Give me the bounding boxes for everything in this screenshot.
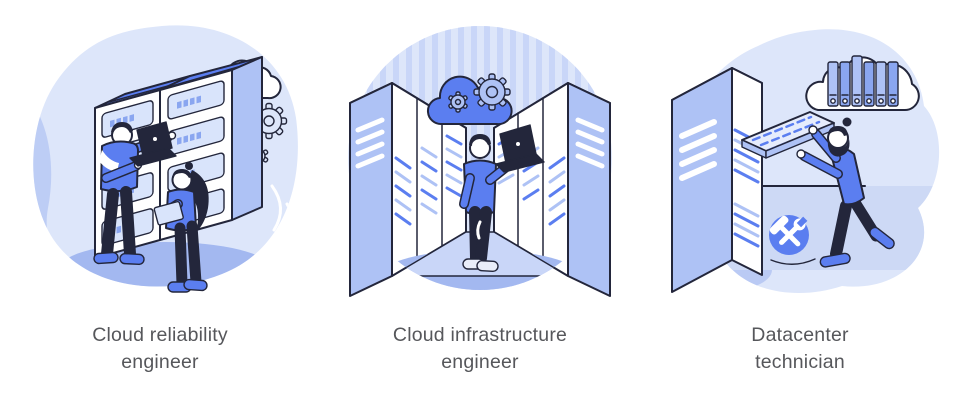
caption-cloud-reliability-engineer: Cloud reliability engineer (92, 322, 228, 376)
caption-line: Cloud reliability (92, 324, 228, 346)
cabinet-front (671, 67, 733, 293)
laptop-base (495, 153, 545, 173)
panel-cloud-reliability-engineer: Cloud reliability engineer (0, 0, 320, 412)
rack-vents (355, 117, 385, 169)
caption-line: engineer (441, 351, 519, 373)
shoe (183, 278, 208, 292)
hair (469, 134, 491, 146)
gear-icon (473, 73, 511, 111)
hair (172, 169, 192, 178)
panel-datacenter-technician: Datacenter technician (640, 0, 960, 412)
wrench-icon (779, 216, 808, 245)
shoe (869, 226, 895, 250)
hand (796, 149, 806, 159)
shoe (476, 260, 499, 273)
datacenter-technician-illustration (671, 29, 940, 294)
caption-cloud-infrastructure-engineer: Cloud infrastructure engineer (393, 322, 567, 376)
rack-vents (575, 117, 605, 169)
tablet (153, 200, 184, 226)
caption-line: Cloud infrastructure (392, 324, 568, 346)
cloud-storage-icon (805, 55, 920, 112)
hand (808, 125, 818, 135)
caption-line: Datacenter (751, 324, 849, 346)
rack-end-face (349, 82, 393, 297)
cloud-infrastructure-illustration (348, 26, 612, 297)
hair (828, 126, 848, 136)
technician-figure (796, 117, 895, 268)
hair-bun (842, 117, 852, 127)
rack-side (231, 56, 263, 221)
caption-line: engineer (121, 351, 199, 373)
cabinet-vents (679, 119, 717, 181)
hammer-wrench-badge-icon (769, 215, 816, 265)
caption-line: technician (755, 351, 845, 373)
cloud-reliability-illustration (33, 25, 298, 293)
engineer-figure (459, 124, 545, 273)
rack-slats (394, 134, 463, 226)
shoe (819, 252, 851, 268)
engineer-man-figure (93, 121, 177, 266)
server-cabinet (671, 67, 763, 293)
beard (827, 139, 850, 157)
shoe (119, 252, 145, 266)
rack-end-face (567, 82, 611, 297)
cloud-gears-icon (427, 73, 513, 126)
gear-small-icon (448, 91, 468, 113)
laptop-base (129, 147, 177, 167)
shoe (93, 251, 119, 265)
hair (111, 122, 133, 134)
engineer-woman-figure (153, 162, 209, 293)
server-binders (827, 55, 899, 107)
panel-cloud-infrastructure-engineer: Cloud infrastructure engineer (320, 0, 640, 412)
caption-datacenter-technician: Datacenter technician (751, 322, 848, 376)
